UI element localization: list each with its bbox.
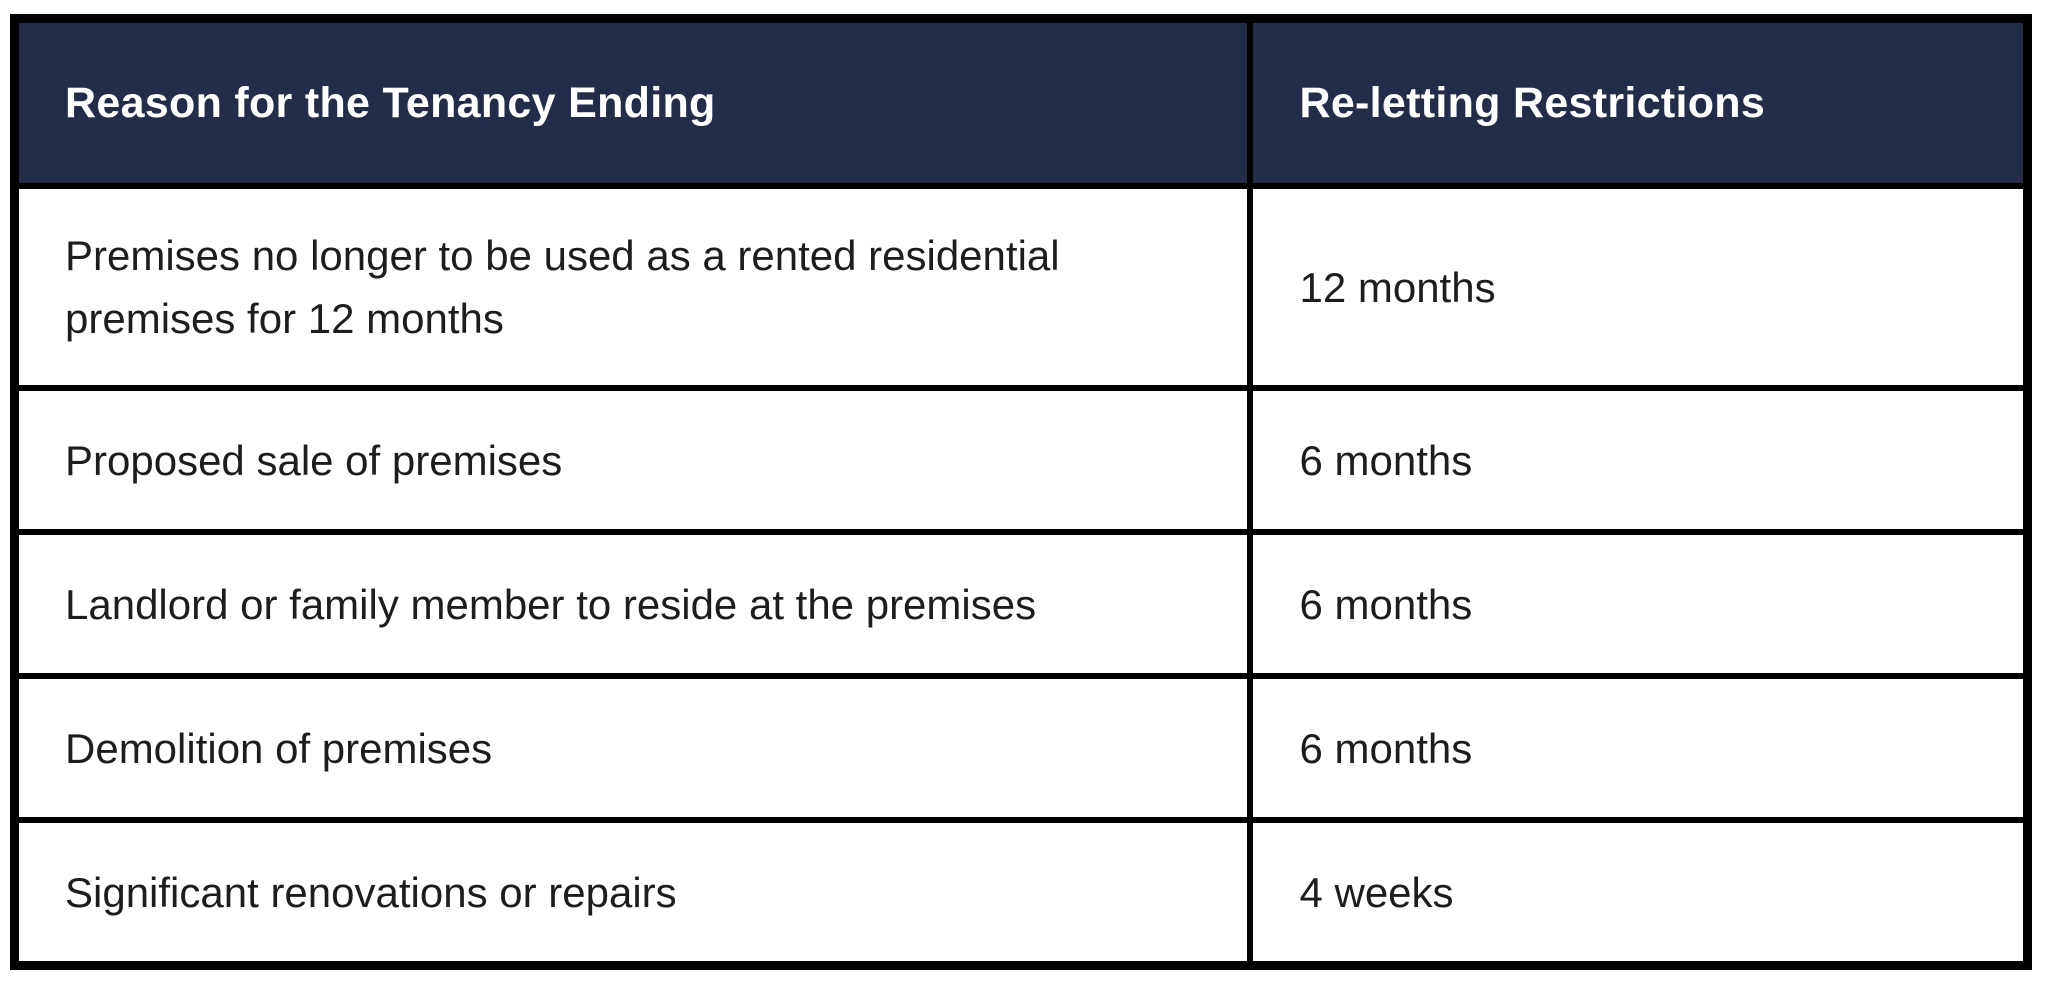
restriction-cell: 4 weeks [1247, 817, 2031, 969]
table-row: Landlord or family member to reside at t… [11, 529, 2031, 679]
table-row: Proposed sale of premises 6 months [11, 385, 2031, 535]
restriction-cell: 6 months [1247, 385, 2031, 535]
reason-cell: Landlord or family member to reside at t… [11, 529, 1254, 679]
tenancy-restrictions-table: Reason for the Tenancy Ending Re-letting… [10, 14, 2032, 970]
restriction-cell: 6 months [1247, 529, 2031, 679]
table-header-row: Reason for the Tenancy Ending Re-letting… [11, 15, 2031, 189]
table-row: Significant renovations or repairs 4 wee… [11, 817, 2031, 969]
restriction-cell: 6 months [1247, 673, 2031, 823]
restriction-cell: 12 months [1247, 183, 2031, 391]
table-row: Premises no longer to be used as a rente… [11, 183, 2031, 391]
reason-cell: Demolition of premises [11, 673, 1254, 823]
reason-cell: Proposed sale of premises [11, 385, 1254, 535]
column-header-reletting-restrictions: Re-letting Restrictions [1247, 15, 2031, 189]
reason-cell: Premises no longer to be used as a rente… [11, 183, 1254, 391]
reason-cell: Significant renovations or repairs [11, 817, 1254, 969]
column-header-reason: Reason for the Tenancy Ending [11, 15, 1254, 189]
table-row: Demolition of premises 6 months [11, 673, 2031, 823]
